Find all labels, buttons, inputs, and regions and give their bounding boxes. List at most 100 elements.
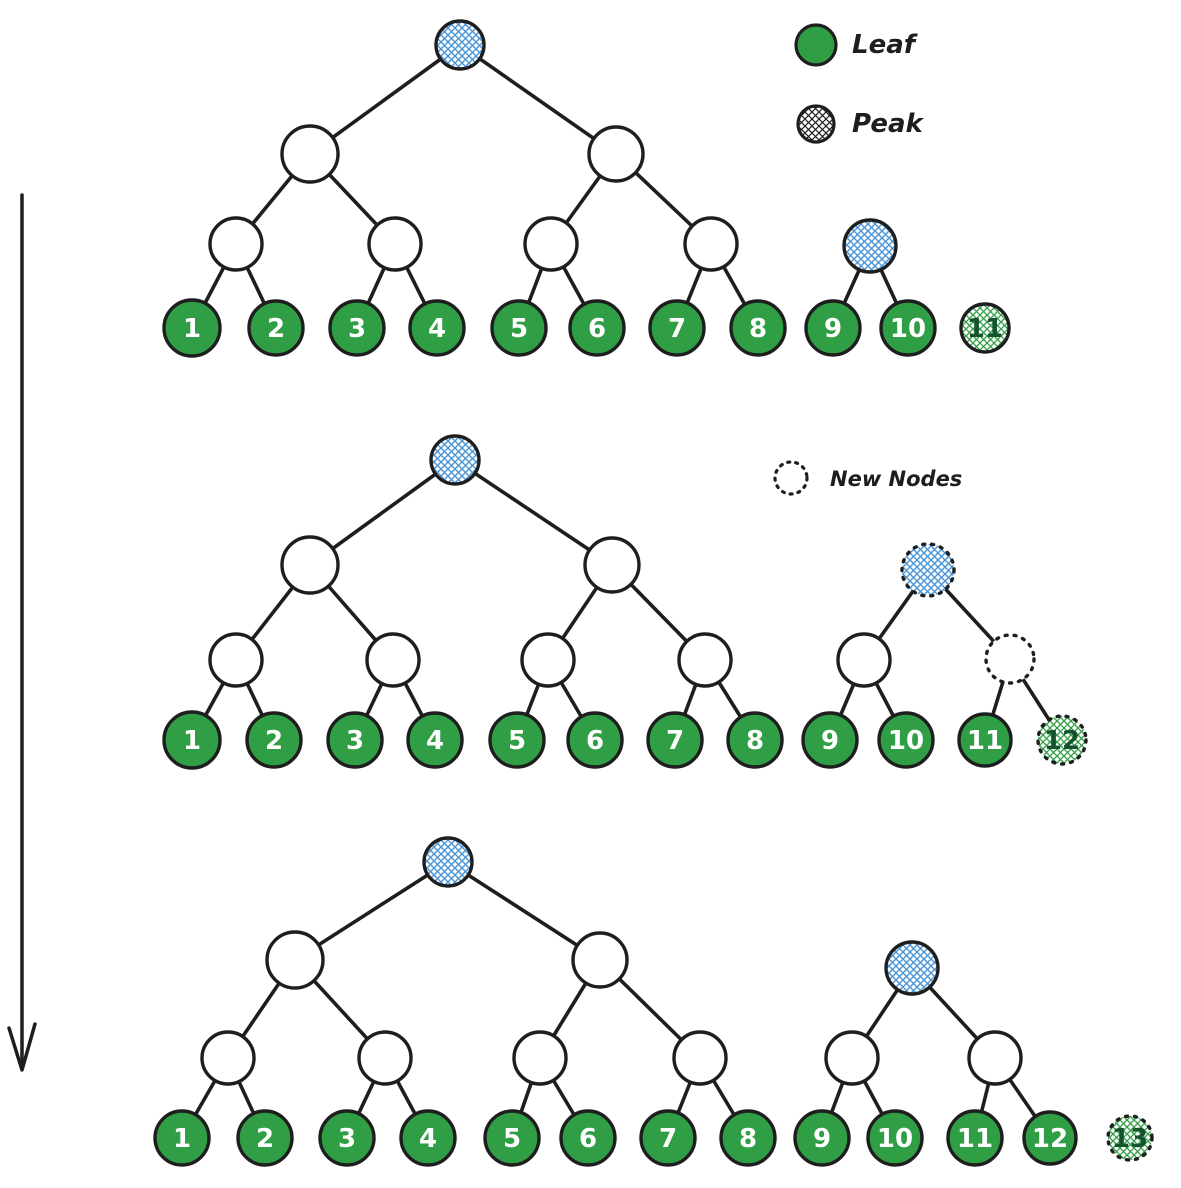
node-stage-2-p2 [900, 542, 956, 598]
legend-swatch-2 [773, 460, 809, 496]
node-stage-2-i8 [984, 633, 1036, 685]
node-stage-3-L13 [1106, 1114, 1154, 1162]
node-stage-3-i6 [672, 1030, 728, 1086]
node-label-stage-3-L7: 7 [659, 1124, 677, 1154]
node-label-stage-2-L10: 10 [888, 726, 924, 756]
edge-stage-1-p1-i2 [458, 43, 618, 156]
node-stage-1-L5 [490, 299, 548, 357]
node-stage-3-L5 [483, 1109, 541, 1167]
node-stage-3-L11 [946, 1109, 1004, 1167]
node-label-stage-1-L4: 4 [428, 314, 446, 344]
node-stage-2-L2 [245, 711, 303, 769]
node-label-stage-2-L8: 8 [746, 726, 764, 756]
node-label-stage-3-L3: 3 [338, 1124, 356, 1154]
node-stage-2-L8 [726, 711, 784, 769]
node-stage-1-L3 [328, 299, 386, 357]
node-label-stage-2-L7: 7 [666, 726, 684, 756]
legend-label-2: New Nodes [830, 467, 962, 491]
node-label-stage-3-L6: 6 [579, 1124, 597, 1154]
node-stage-2-i5 [520, 632, 576, 688]
node-stage-3-L1 [153, 1109, 211, 1167]
node-label-stage-1-L5: 5 [510, 314, 528, 344]
node-label-stage-3-L12: 12 [1032, 1124, 1068, 1154]
node-stage-3-p1 [422, 836, 474, 888]
node-stage-2-L12 [1036, 714, 1088, 766]
node-label-stage-2-L9: 9 [821, 726, 839, 756]
node-label-stage-3-L4: 4 [419, 1124, 437, 1154]
node-stage-3-i1 [265, 930, 325, 990]
edge-stage-3-p1-i2 [446, 860, 602, 962]
node-label-stage-3-L11: 11 [957, 1124, 993, 1154]
node-stage-1-p1 [434, 19, 486, 71]
node-stage-2-L9 [801, 711, 859, 769]
node-label-stage-3-L1: 1 [173, 1124, 191, 1154]
node-stage-2-L4 [406, 711, 464, 769]
node-label-stage-3-L13: 13 [1112, 1124, 1148, 1154]
node-label-stage-1-L1: 1 [183, 314, 201, 344]
node-stage-1-L7 [648, 299, 706, 357]
node-stage-2-i6 [677, 632, 733, 688]
node-label-stage-1-L2: 2 [267, 314, 285, 344]
node-stage-3-L7 [639, 1109, 697, 1167]
legend-swatch-1 [796, 104, 836, 144]
node-stage-2-L10 [877, 711, 935, 769]
node-label-stage-2-L11: 11 [967, 726, 1003, 756]
node-stage-2-i3 [208, 632, 264, 688]
edge-stage-3-p1-i1 [293, 860, 450, 962]
node-stage-2-L5 [488, 711, 546, 769]
node-label-stage-1-L7: 7 [668, 314, 686, 344]
node-stage-1-i5 [523, 216, 579, 272]
node-stage-3-i8 [967, 1030, 1023, 1086]
node-stage-2-i4 [365, 632, 421, 688]
node-label-stage-2-L5: 5 [508, 726, 526, 756]
node-stage-1-p2 [842, 218, 898, 274]
node-label-stage-2-L6: 6 [586, 726, 604, 756]
node-label-stage-2-L12: 12 [1044, 726, 1080, 756]
node-stage-1-L8 [729, 299, 787, 357]
node-stage-3-L4 [399, 1109, 457, 1167]
node-label-stage-2-L4: 4 [426, 726, 444, 756]
node-stage-1-L6 [568, 299, 626, 357]
node-label-stage-3-L9: 9 [813, 1124, 831, 1154]
node-stage-2-i7 [836, 632, 892, 688]
node-stage-1-i4 [367, 216, 423, 272]
legend-label-0: Leaf [852, 30, 919, 60]
node-stage-2-L11 [957, 712, 1013, 768]
node-stage-1-L4 [408, 299, 466, 357]
node-label-stage-3-L8: 8 [739, 1124, 757, 1154]
node-label-stage-1-L6: 6 [588, 314, 606, 344]
node-stage-1-i1 [280, 124, 340, 184]
node-stage-3-L9 [793, 1109, 851, 1167]
node-stage-1-L2 [247, 299, 305, 357]
node-stage-3-L10 [866, 1109, 924, 1167]
node-stage-3-i7 [824, 1030, 880, 1086]
node-stage-3-i2 [571, 931, 629, 989]
node-label-stage-2-L3: 3 [346, 726, 364, 756]
node-label-stage-2-L1: 1 [183, 726, 201, 756]
node-stage-1-L9 [804, 299, 862, 357]
node-stage-2-L3 [326, 711, 384, 769]
edge-stage-1-p1-i1 [308, 43, 462, 156]
node-stage-1-L1 [162, 298, 222, 358]
node-stage-3-L12 [1022, 1110, 1078, 1166]
node-stage-3-i3 [200, 1030, 256, 1086]
progress-arrow-head [7, 1022, 37, 1072]
node-stage-3-L2 [236, 1109, 294, 1167]
node-stage-1-i3 [208, 216, 264, 272]
legend-label-1: Peak [852, 109, 925, 139]
node-stage-3-p2 [884, 940, 940, 996]
node-stage-1-i6 [683, 216, 739, 272]
node-stage-3-i4 [357, 1030, 413, 1086]
node-label-stage-1-L9: 9 [824, 314, 842, 344]
node-label-stage-3-L5: 5 [503, 1124, 521, 1154]
legend-swatch-0 [794, 23, 838, 67]
node-stage-1-L11 [959, 302, 1011, 354]
edge-stage-2-p1-i1 [308, 458, 457, 567]
node-stage-3-L6 [559, 1109, 617, 1167]
node-stage-2-L6 [566, 711, 624, 769]
node-label-stage-1-L10: 10 [890, 314, 926, 344]
node-label-stage-1-L3: 3 [348, 314, 366, 344]
